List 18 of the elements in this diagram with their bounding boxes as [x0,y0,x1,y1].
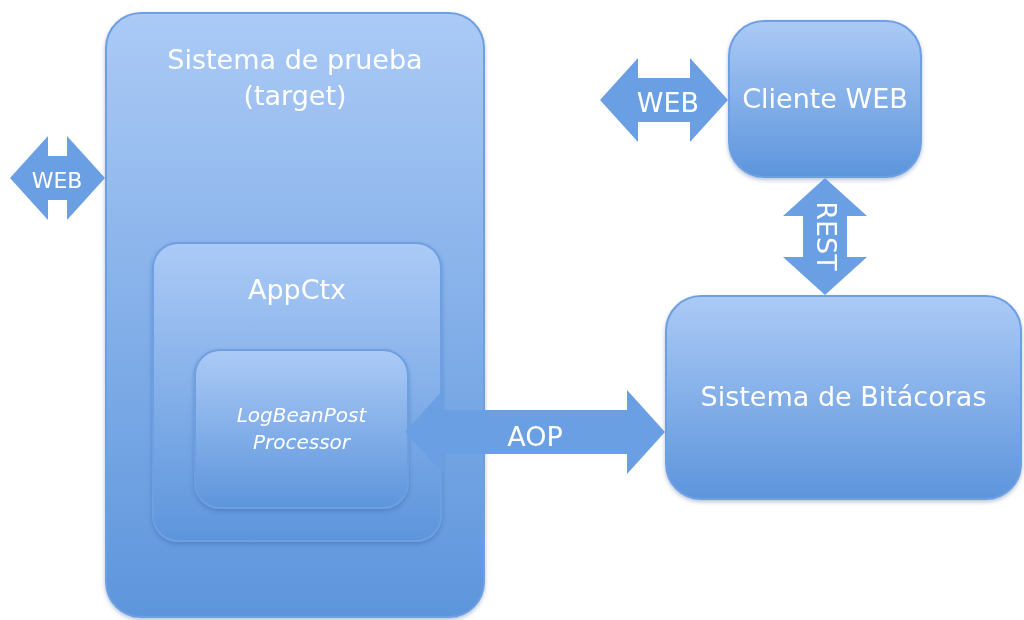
block-arrow [10,136,105,220]
box-label: Sistema de Bitácoras [700,380,987,415]
box-label: Cliente WEB [742,81,908,116]
rounded-box [194,349,409,509]
block-arrow [405,390,665,474]
box-label: AppCtx [247,273,347,307]
rounded-box [105,12,485,618]
edge-label: REST [810,201,842,271]
edge-label: WEB [31,167,83,193]
block-arrow [600,58,728,142]
edge-label: AOP [507,420,563,452]
edge-label: WEB [636,86,700,118]
box-label: Sistema de prueba (target) [166,43,424,114]
box-label: LogBeanPost Processor [235,402,368,456]
rounded-box [728,20,922,178]
rounded-box [152,242,442,542]
rounded-box [665,295,1022,500]
block-arrow [783,178,867,295]
